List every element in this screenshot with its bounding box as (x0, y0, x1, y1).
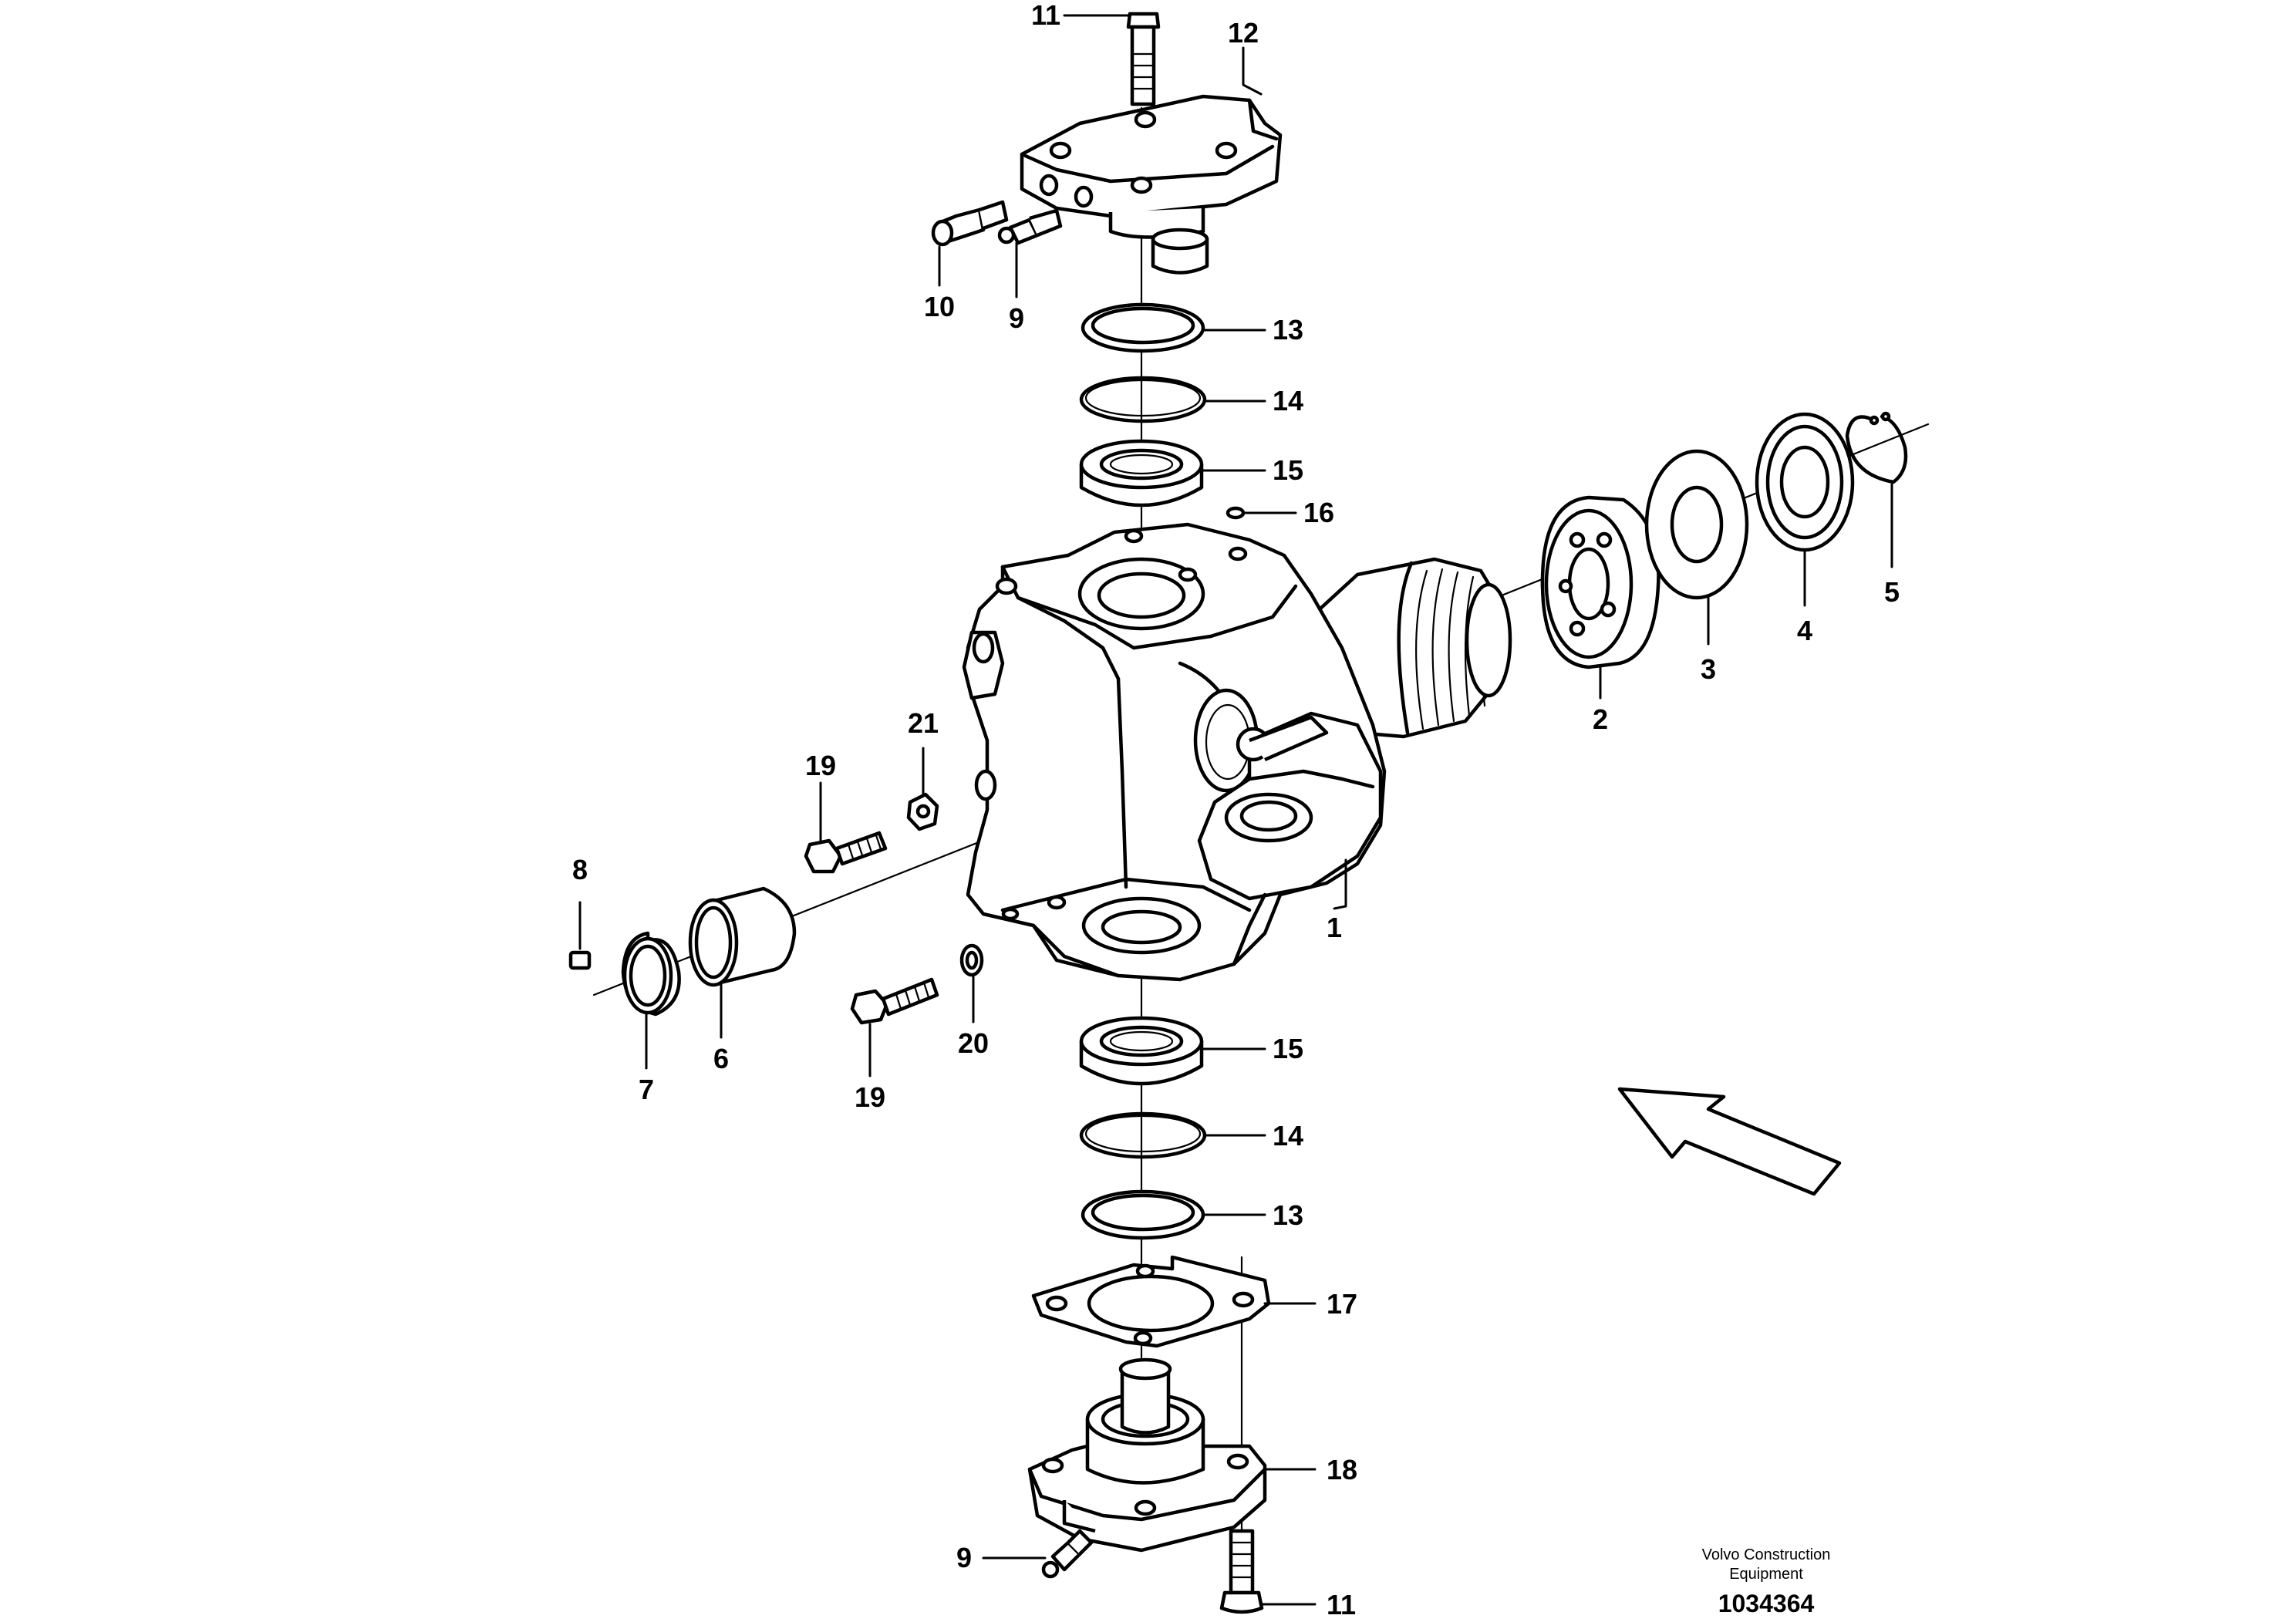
bottom-cover-part-18 (1027, 1357, 1267, 1553)
bearing-part-15-lower (1079, 1016, 1204, 1086)
grease-nipple-part-9-bottom (1041, 1529, 1094, 1579)
callout-labels: 11 12 10 9 13 14 15 16 1 2 3 4 5 8 7 6 1… (572, 0, 1900, 1620)
document-number: 1034364 (1718, 1590, 1815, 1617)
callout-7: 7 (639, 1074, 654, 1105)
ring-part-13-upper (1081, 302, 1205, 353)
direction-arrow (1617, 1087, 1842, 1196)
callout-14-upper: 14 (1273, 385, 1303, 416)
callout-13-upper: 13 (1273, 314, 1303, 346)
callout-19-upper: 19 (805, 750, 836, 781)
callout-9-bottom: 9 (956, 1542, 972, 1573)
callout-4: 4 (1797, 615, 1812, 646)
callout-20: 20 (958, 1027, 989, 1059)
o-ring-part-14-lower (1079, 1111, 1207, 1159)
callout-21: 21 (908, 707, 939, 739)
callout-11-bottom: 11 (1327, 1589, 1356, 1620)
callout-13-lower: 13 (1273, 1199, 1303, 1231)
bearing-part-15-upper (1079, 439, 1204, 508)
o-ring-part-14-upper (1079, 376, 1207, 423)
callout-2: 2 (1593, 703, 1608, 735)
plug-part-10 (931, 200, 1009, 247)
bushing-part-6 (688, 886, 797, 987)
circlip-part-5 (1845, 411, 1908, 484)
callout-15-upper: 15 (1273, 454, 1303, 486)
gasket-part-17 (1031, 1255, 1271, 1348)
callout-14-lower: 14 (1273, 1120, 1303, 1152)
bolt-part-19-lower (850, 977, 939, 1025)
bolt-part-19-upper (804, 831, 888, 874)
steering-knuckle-part-1 (962, 522, 1512, 982)
callout-1: 1 (1327, 912, 1342, 943)
bolt-part-11-bottom (1219, 1529, 1264, 1614)
seal-part-7 (621, 931, 681, 1017)
top-cover-part-12 (1020, 94, 1283, 275)
callout-9-top: 9 (1009, 302, 1024, 334)
callout-16: 16 (1303, 497, 1334, 528)
callout-5: 5 (1884, 576, 1900, 608)
callout-19-lower: 19 (855, 1081, 885, 1113)
hub-nut-part-2 (1540, 495, 1660, 669)
callout-17: 17 (1327, 1288, 1357, 1320)
callout-18: 18 (1327, 1454, 1357, 1485)
callout-12: 12 (1228, 17, 1259, 49)
washer-part-3 (1644, 449, 1749, 600)
callout-11-top: 11 (1031, 0, 1060, 31)
callout-10: 10 (924, 291, 955, 322)
callout-15-lower: 15 (1273, 1033, 1303, 1064)
grub-screw-part-8 (568, 950, 592, 970)
callout-8: 8 (572, 854, 588, 885)
callout-3: 3 (1701, 653, 1716, 685)
grease-nipple-part-9-top (997, 208, 1063, 245)
leader-lines (578, 14, 1893, 1606)
dowel-part-16 (1226, 506, 1246, 520)
callout-6: 6 (713, 1043, 729, 1074)
nut-part-21 (906, 792, 939, 831)
brand-line-2: Equipment (1729, 1566, 1803, 1583)
ring-part-13-lower (1081, 1189, 1205, 1240)
brand-line-1: Volvo Construction (1702, 1546, 1831, 1563)
bolt-part-11-top (1126, 12, 1161, 106)
washer-part-20 (959, 943, 984, 977)
brand-block: Volvo Construction Equipment 1034364 (1702, 1546, 1831, 1617)
lock-washer-part-4 (1755, 412, 1855, 552)
